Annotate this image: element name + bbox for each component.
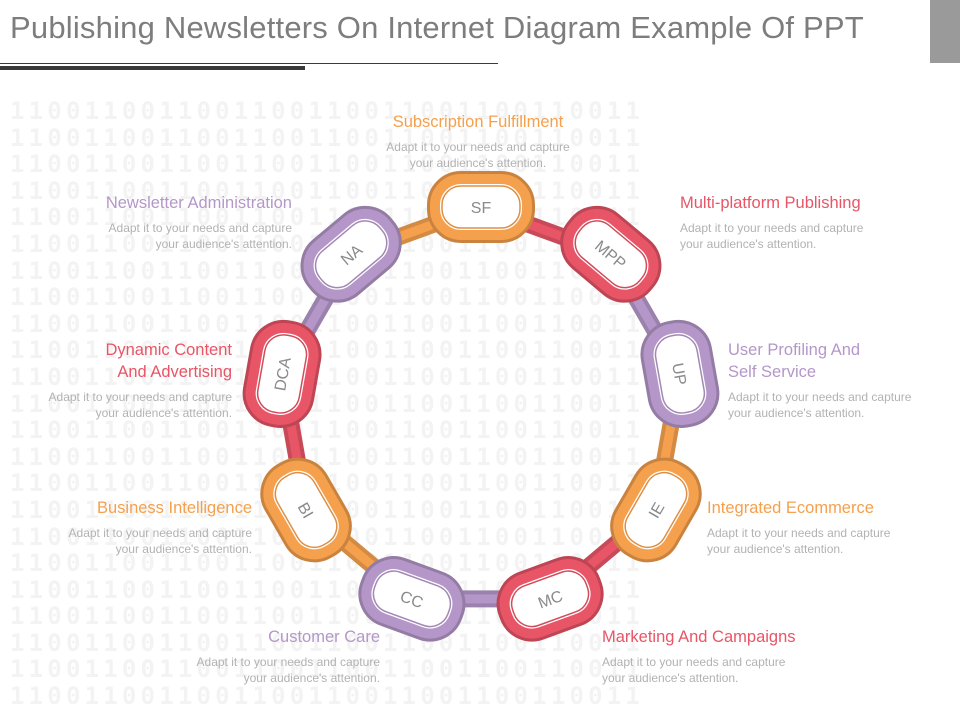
chain-link-inner-edge [441, 185, 521, 229]
binary-row: 1100110011001100110011001100110011 [10, 150, 645, 179]
chain-link-face [499, 559, 601, 639]
chain-link-label: DCA [272, 356, 295, 393]
label-title: Business Intelligence [96, 499, 252, 517]
title-underline-thin [0, 63, 498, 64]
chain-link-face [430, 174, 532, 240]
binary-row: 1100110011001100110011001100110011 [10, 416, 645, 445]
page-title: Publishing Newsletters On Internet Diagr… [10, 10, 864, 45]
label-multi-platform-publishing: Multi-platform Publishing Adapt it to yo… [680, 192, 940, 252]
title-underline-thick [0, 66, 305, 70]
binary-row: 1100110011001100110011001100110011 [10, 362, 645, 391]
label-integrated-ecommerce: Integrated Ecommerce Adapt it to your ne… [707, 497, 947, 557]
label-subscription-fulfillment: Subscription Fulfillment Adapt it to you… [348, 111, 608, 171]
chain-link-inner-edge [314, 220, 388, 289]
chain-link-inner-edge [624, 471, 688, 549]
chain-link-face [263, 460, 349, 560]
chain-link-face [303, 208, 399, 300]
label-title: Marketing And Campaigns [602, 628, 796, 646]
chain-link-face [361, 559, 463, 639]
chain-link-inner-edge [654, 334, 706, 414]
chain-link-dca: DCA [242, 319, 322, 428]
chain-link-inner-edge [256, 334, 308, 414]
chain-link-label: CC [398, 588, 426, 612]
chain-link-face [613, 460, 699, 560]
label-business-intelligence: Business Intelligence Adapt it to your n… [0, 497, 252, 557]
chain-link-label: IE [646, 500, 668, 522]
binary-row: 1100110011001100110011001100110011 [10, 389, 645, 418]
chain-link-inner-edge [372, 570, 452, 628]
chain-links: SF MPP UP IE MC CC BI DCA NA [242, 171, 720, 642]
binary-row: 1100110011001100110011001100110011 [10, 336, 645, 365]
label-title: Subscription Fulfillment [392, 113, 564, 131]
label-title: Newsletter Administration [105, 194, 292, 212]
corner-decoration [930, 0, 960, 63]
binary-row: 1100110011001100110011001100110011 [10, 98, 645, 125]
chain-link-face [563, 208, 659, 300]
label-customer-care: Customer Care Adapt it to your needs and… [120, 626, 380, 686]
chain-link-na: NA [300, 205, 402, 303]
binary-row: 1100110011001100110011001100110011 [10, 682, 645, 708]
chain-link-inner-edge [510, 570, 590, 628]
binary-row: 1100110011001100110011001100110011 [10, 123, 645, 152]
chain-link-mc: MC [496, 556, 604, 642]
chain-link-label: UP [668, 362, 689, 387]
chain-link-inner-edge [274, 471, 338, 549]
label-title: Integrated Ecommerce [707, 499, 874, 517]
chain-link-mpp: MPP [560, 205, 662, 303]
binary-row: 1100110011001100110011001100110011 [10, 176, 645, 205]
label-marketing-and-campaigns: Marketing And Campaigns Adapt it to your… [602, 626, 862, 686]
chain-link-face [245, 322, 319, 425]
binary-row: 1100110011001100110011001100110011 [10, 442, 645, 471]
binary-row: 1100110011001100110011001100110011 [10, 655, 645, 684]
chain-link-ie: IE [610, 457, 702, 563]
chain-link-label: BI [294, 500, 316, 522]
chain-link-sf: SF [427, 171, 535, 243]
chain-link-inner-edge [574, 220, 648, 289]
label-newsletter-administration: Newsletter Administration Adapt it to yo… [32, 192, 292, 252]
label-title: Multi-platform Publishing [680, 194, 861, 212]
chain-link-up: UP [640, 319, 720, 428]
label-title: Customer Care [268, 628, 380, 646]
chain-link-label: SF [471, 200, 492, 217]
chain-link-face [643, 322, 717, 425]
chain-link-bi: BI [260, 457, 352, 563]
chain-link-cc: CC [358, 556, 466, 642]
